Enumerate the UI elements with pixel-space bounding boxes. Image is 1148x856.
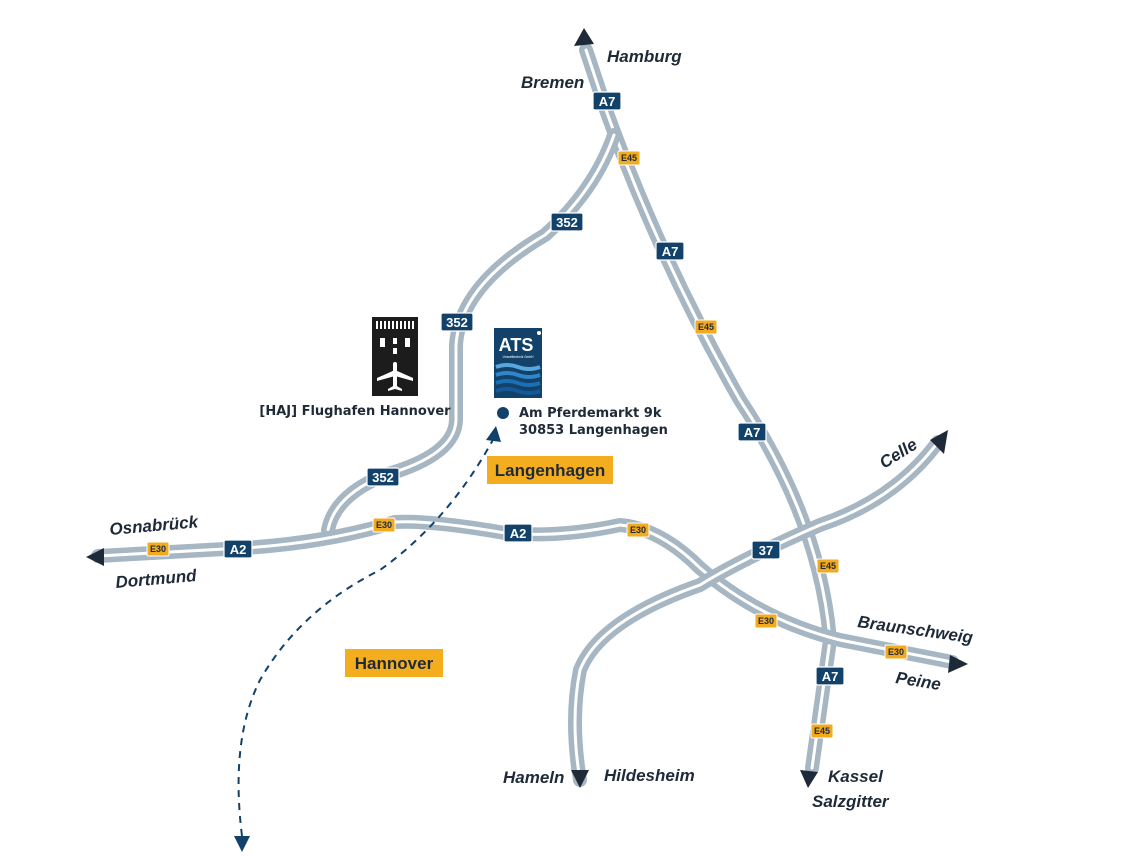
- svg-text:A7: A7: [662, 244, 679, 259]
- airplane-icon: [377, 362, 413, 391]
- arrow-south-37-icon: [571, 770, 589, 788]
- shield-e30-5: E30: [884, 644, 908, 660]
- city-osnabrueck: Osnabrück: [109, 512, 201, 539]
- arrow-up-dashed-icon: [486, 426, 501, 442]
- svg-text:E30: E30: [150, 544, 166, 554]
- arrow-south-dashed-icon: [234, 836, 250, 852]
- svg-text:E30: E30: [888, 647, 904, 657]
- svg-text:E30: E30: [376, 520, 392, 530]
- shield-a7-mid: A7: [655, 241, 685, 261]
- svg-text:ATS: ATS: [499, 335, 534, 355]
- shield-a7-east: A7: [737, 422, 767, 442]
- shield-a2-center: A2: [503, 523, 533, 543]
- svg-text:A2: A2: [230, 542, 247, 557]
- address-line-2: 30853 Langenhagen: [519, 423, 668, 438]
- svg-text:352: 352: [372, 470, 394, 485]
- svg-text:37: 37: [759, 543, 773, 558]
- svg-text:E45: E45: [698, 322, 714, 332]
- svg-text:A2: A2: [510, 526, 527, 541]
- svg-text:A7: A7: [599, 94, 616, 109]
- svg-text:Umwelttechnik GmbH: Umwelttechnik GmbH: [503, 355, 535, 359]
- shield-37: 37: [751, 540, 781, 560]
- shield-352-north: 352: [550, 212, 584, 232]
- arrow-east-icon: [948, 655, 968, 673]
- svg-text:A7: A7: [744, 425, 761, 440]
- dashed-route: [237, 435, 496, 837]
- place-langenhagen: Langenhagen: [487, 456, 613, 484]
- direction-arrows: [86, 28, 968, 852]
- airport-logo: [372, 317, 418, 396]
- svg-text:E30: E30: [758, 616, 774, 626]
- city-hildesheim: Hildesheim: [604, 766, 695, 785]
- svg-text:Hannover: Hannover: [355, 654, 434, 673]
- city-salzgitter: Salzgitter: [812, 792, 890, 811]
- svg-text:Langenhagen: Langenhagen: [495, 461, 606, 480]
- city-hameln: Hameln: [503, 768, 564, 787]
- arrow-west-icon: [86, 548, 104, 566]
- city-hamburg: Hamburg: [607, 47, 682, 66]
- arrow-south-a7-icon: [800, 770, 818, 788]
- svg-text:A7: A7: [822, 669, 839, 684]
- svg-text:E45: E45: [820, 561, 836, 571]
- waves-icon: [495, 363, 541, 395]
- shield-352-mid: 352: [440, 312, 474, 332]
- svg-text:352: 352: [446, 315, 468, 330]
- shield-e30-1: E30: [146, 541, 170, 557]
- city-bremen: Bremen: [521, 73, 584, 92]
- location-marker-icon: [497, 407, 509, 419]
- shield-e45-4: E45: [810, 723, 834, 739]
- shield-a7-south: A7: [815, 666, 845, 686]
- shield-e30-4: E30: [754, 613, 778, 629]
- shield-a2-west: A2: [223, 539, 253, 559]
- city-dortmund: Dortmund: [115, 566, 198, 592]
- arrow-north-icon: [574, 28, 594, 46]
- airport-label: [HAJ] Flughafen Hannover: [259, 404, 451, 419]
- city-kassel: Kassel: [828, 767, 884, 786]
- shield-e30-3: E30: [626, 522, 650, 538]
- shield-e30-2: E30: [372, 517, 396, 533]
- svg-text:E45: E45: [814, 726, 830, 736]
- shield-e45-3: E45: [816, 558, 840, 574]
- shield-352-south: 352: [366, 467, 400, 487]
- address-line-1: Am Pferdemarkt 9k: [519, 406, 662, 421]
- arrow-northeast-icon: [930, 430, 948, 454]
- svg-text:E45: E45: [621, 153, 637, 163]
- city-peine: Peine: [894, 668, 942, 694]
- shield-e45-2: E45: [694, 319, 718, 335]
- shield-a7-north: A7: [592, 91, 622, 111]
- road-a2: [91, 514, 959, 669]
- shield-e45-1: E45: [617, 150, 641, 166]
- place-hannover: Hannover: [345, 649, 443, 677]
- road-37: [568, 435, 945, 787]
- svg-text:352: 352: [556, 215, 578, 230]
- svg-text:E30: E30: [630, 525, 646, 535]
- ats-logo: ATS Umwelttechnik GmbH: [494, 328, 542, 398]
